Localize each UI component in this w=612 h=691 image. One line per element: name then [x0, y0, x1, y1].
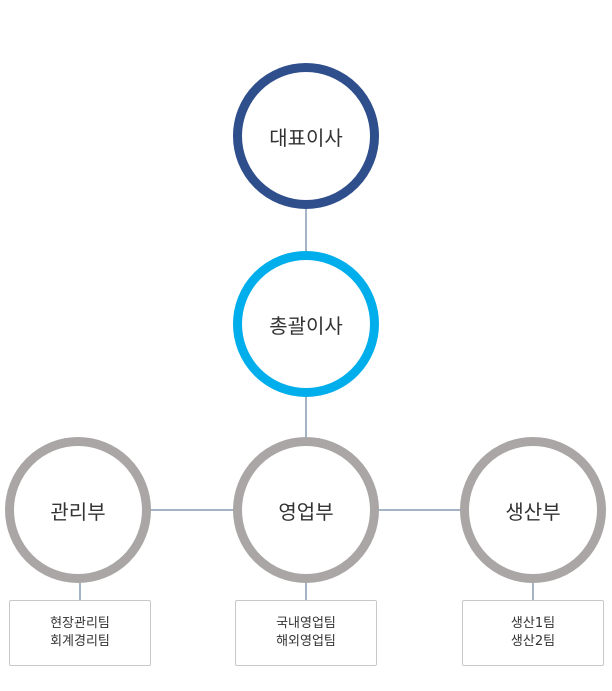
- team-label: 회계경리팀: [50, 634, 110, 649]
- department-label-production: 생산부: [505, 499, 561, 524]
- department-node-admin: 관리부: [5, 437, 151, 583]
- department-label-admin: 관리부: [50, 499, 106, 524]
- team-box-admin: 현장관리팀 회계경리팀: [9, 600, 151, 666]
- team-label: 생산2팀: [510, 634, 556, 649]
- department-node-production: 생산부: [460, 437, 606, 583]
- general-manager-label: 총괄이사: [269, 313, 343, 338]
- department-label-sales: 영업부: [278, 499, 334, 524]
- team-label: 생산1팀: [510, 616, 556, 631]
- team-box-sales: 국내영업팀 해외영업팀: [235, 600, 377, 666]
- ceo-label: 대표이사: [269, 125, 343, 150]
- general-manager-node: 총괄이사: [233, 251, 379, 397]
- team-label: 해외영업팀: [276, 634, 336, 649]
- ceo-node: 대표이사: [233, 63, 379, 209]
- department-node-sales: 영업부: [233, 437, 379, 583]
- team-box-production: 생산1팀 생산2팀: [462, 600, 604, 666]
- team-label: 현장관리팀: [50, 616, 110, 631]
- team-label: 국내영업팀: [276, 616, 336, 631]
